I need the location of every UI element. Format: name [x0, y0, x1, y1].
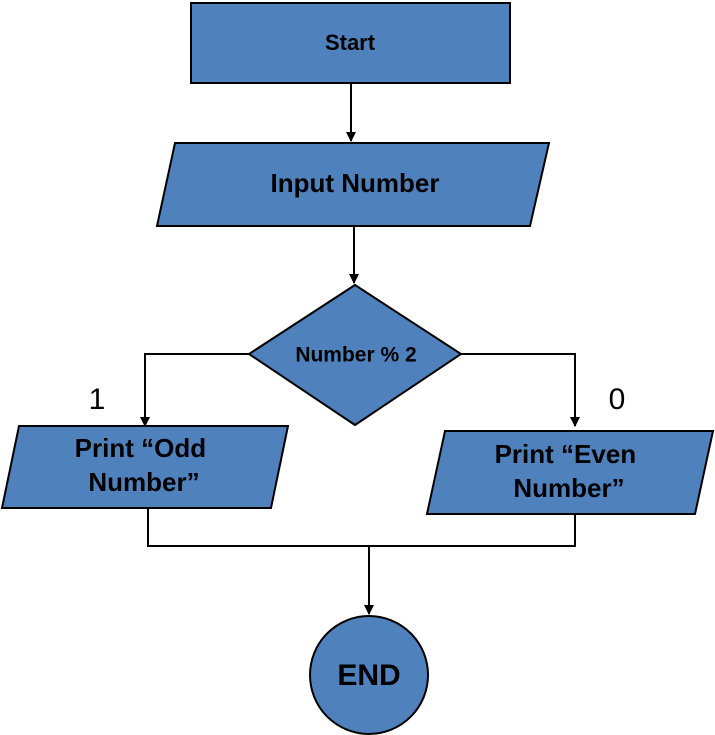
end-node [309, 615, 429, 735]
even-output-line2: Number” [513, 473, 624, 503]
even-output-line1: Print “Even [495, 439, 637, 469]
decision-node [247, 283, 463, 427]
end-label: END [337, 659, 400, 692]
connector-decision-to-odd [140, 353, 251, 427]
even-output-node [425, 430, 715, 515]
input-node [155, 142, 551, 227]
branch-label-odd: 1 [89, 383, 106, 416]
odd-output-line1: Print “Odd [75, 433, 206, 463]
connector-odd-to-merge [147, 509, 369, 547]
connector-decision-to-even [461, 353, 580, 427]
decision-label: Number % 2 [295, 344, 416, 367]
even-output-label: Print “Even Number” [495, 439, 644, 503]
odd-output-node [0, 425, 290, 509]
start-label: Start [325, 30, 376, 55]
branch-label-even: 0 [609, 383, 626, 416]
connector-even-to-merge [369, 514, 576, 547]
start-node [190, 2, 511, 84]
input-label: Input Number [271, 168, 440, 198]
odd-output-label: Print “Odd Number” [75, 433, 214, 497]
odd-output-line2: Number” [88, 467, 199, 497]
